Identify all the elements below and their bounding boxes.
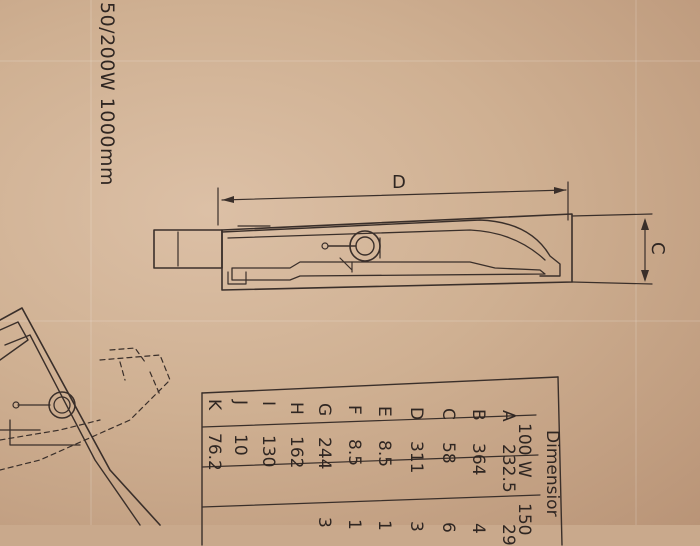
paper-crease <box>635 0 637 525</box>
table-row-key: K <box>204 399 224 411</box>
table-row-key: J <box>230 400 250 406</box>
dimension-c-label: C <box>647 242 668 255</box>
table-row-value-150w: 1 <box>374 519 394 531</box>
table-row-value-100w: 244 <box>314 437 334 470</box>
table-row-key: I <box>258 401 278 407</box>
table-row-value-150w: 1 <box>344 518 364 530</box>
bracket-drawing <box>0 181 653 526</box>
table-row-value-150w: 3 <box>406 520 426 532</box>
paper-crease <box>90 0 92 525</box>
table-title: Dimensior <box>542 430 562 517</box>
table-row-value-100w: 8.5 <box>344 438 364 466</box>
table-row-value-150w: 3 <box>314 517 334 529</box>
table-grid <box>201 376 563 546</box>
table-row-key: G <box>314 403 334 417</box>
dimension-d-label: D <box>392 172 406 193</box>
table-row-value-100w: 162 <box>286 436 306 469</box>
table-row-key: H <box>286 402 306 416</box>
paper-crease <box>0 320 700 322</box>
table-row-key: B <box>468 408 488 421</box>
table-row-key: A <box>498 410 518 422</box>
table-row-key: D <box>406 406 426 420</box>
table-row-key: F <box>344 404 364 415</box>
table-row-value-100w: 10 <box>230 434 250 456</box>
paper-crease <box>0 60 700 62</box>
table-row-value-150w: 6 <box>438 521 458 533</box>
table-row-value-100w: 364 <box>468 442 488 476</box>
table-row-value-150w: 4 <box>468 522 488 534</box>
table-row-key: C <box>438 407 458 420</box>
table-row-key: E <box>374 405 394 417</box>
table-row-value-100w: 8.5 <box>374 439 394 467</box>
table-row-value-100w: 130 <box>258 435 278 468</box>
table-row-value-100w: 232.5 <box>498 444 518 493</box>
table-row-value-100w: 58 <box>438 441 458 464</box>
table-row-value-100w: 76.2 <box>204 433 224 471</box>
table-row-value-150w: 29 <box>498 524 518 546</box>
table-row-value-100w: 311 <box>406 440 426 474</box>
